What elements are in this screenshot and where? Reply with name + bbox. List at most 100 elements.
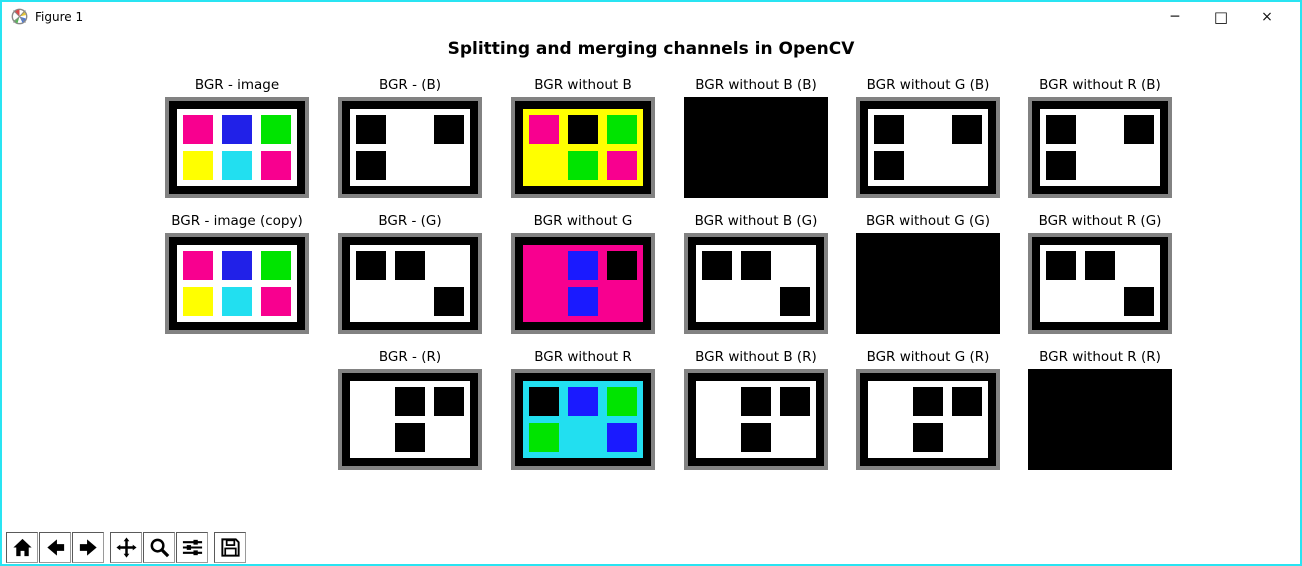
color-square <box>1085 151 1115 180</box>
zoom-icon <box>148 536 171 559</box>
color-square <box>1085 251 1115 280</box>
save-icon <box>219 536 242 559</box>
subplot-bgr-b: BGR - (B) <box>338 77 482 198</box>
subplot-title: BGR without R <box>534 349 632 365</box>
subplot-image <box>338 233 482 334</box>
color-square <box>261 287 291 316</box>
window-title: Figure 1 <box>35 9 84 24</box>
subplot-bgr-image: BGR - image <box>165 77 309 198</box>
subplot-bgr-without-g-b: BGR without G (B) <box>856 77 1000 198</box>
subplot-title: BGR without G <box>533 213 633 229</box>
color-square <box>529 387 559 416</box>
subplot-title: BGR - image (copy) <box>171 213 303 229</box>
subplot-title: BGR - (B) <box>378 77 442 93</box>
color-square <box>568 251 598 280</box>
toolbar-group <box>110 532 209 563</box>
color-square <box>568 115 598 144</box>
subplot-image <box>684 233 828 334</box>
subplot-image <box>856 97 1000 198</box>
forward-icon <box>77 536 100 559</box>
color-square <box>607 287 637 316</box>
subplot-image <box>1028 369 1172 470</box>
zoom-button[interactable] <box>143 532 175 563</box>
color-square <box>529 423 559 452</box>
subplot-bgr-without-b-g: BGR without B (G) <box>684 213 828 334</box>
color-square <box>434 423 464 452</box>
close-button[interactable]: × <box>1261 8 1273 25</box>
color-square <box>874 115 904 144</box>
color-square <box>356 423 386 452</box>
color-square <box>913 115 943 144</box>
color-square <box>395 251 425 280</box>
color-square <box>356 115 386 144</box>
subplot-title: BGR without G (R) <box>866 349 990 365</box>
color-square <box>261 251 291 280</box>
title-bar[interactable]: Figure 1 ─ □ × <box>2 2 1300 31</box>
color-square <box>702 287 732 316</box>
subplot-title: BGR without R (R) <box>1039 349 1161 365</box>
home-icon <box>11 536 34 559</box>
color-square <box>568 287 598 316</box>
subplot-bgr-without-g-g: BGR without G (G) <box>856 213 1000 334</box>
subplot-bgr-without-r-b: BGR without R (B) <box>1028 77 1172 198</box>
color-square <box>702 251 732 280</box>
color-square <box>222 251 252 280</box>
subplot-image <box>511 233 655 334</box>
home-button[interactable] <box>6 532 38 563</box>
color-square <box>874 423 904 452</box>
subplot-image <box>1028 233 1172 334</box>
color-square <box>356 287 386 316</box>
color-square <box>780 423 810 452</box>
color-square <box>434 387 464 416</box>
subplot-bgr-r: BGR - (R) <box>338 349 482 470</box>
color-square <box>529 115 559 144</box>
toolbar-group <box>214 532 247 563</box>
color-square <box>568 151 598 180</box>
color-square <box>913 423 943 452</box>
forward-button[interactable] <box>72 532 104 563</box>
color-square <box>183 287 213 316</box>
color-square <box>952 387 982 416</box>
color-square <box>568 387 598 416</box>
color-square <box>434 287 464 316</box>
color-square <box>1046 251 1076 280</box>
color-square <box>395 387 425 416</box>
color-square <box>529 151 559 180</box>
subplot-bgr-without-r-g: BGR without R (G) <box>1028 213 1172 334</box>
pan-button[interactable] <box>110 532 142 563</box>
color-square <box>1124 151 1154 180</box>
color-square <box>183 251 213 280</box>
color-square <box>913 387 943 416</box>
back-button[interactable] <box>39 532 71 563</box>
subplot-title: BGR without G (G) <box>866 213 990 229</box>
color-square <box>222 287 252 316</box>
color-square <box>952 115 982 144</box>
color-square <box>1085 287 1115 316</box>
subplot-title: BGR - (R) <box>378 349 442 365</box>
subplot-image <box>511 369 655 470</box>
color-square <box>607 115 637 144</box>
subplot-title: BGR without R (G) <box>1038 213 1162 229</box>
color-square <box>780 387 810 416</box>
color-square <box>952 151 982 180</box>
color-square <box>1124 287 1154 316</box>
subplot-image <box>856 369 1000 470</box>
minimize-button[interactable]: ─ <box>1170 8 1180 25</box>
subplot-image <box>856 233 1000 334</box>
maximize-button[interactable]: □ <box>1213 7 1229 26</box>
toolbar-group <box>6 532 105 563</box>
subplot-bgr-without-b-r: BGR without B (R) <box>684 349 828 470</box>
back-icon <box>44 536 67 559</box>
subplot-bgr-without-g-r: BGR without G (R) <box>856 349 1000 470</box>
color-square <box>1046 287 1076 316</box>
subplot-image <box>165 233 309 334</box>
color-square <box>395 115 425 144</box>
configure-subplots-button[interactable] <box>176 532 208 563</box>
color-square <box>222 115 252 144</box>
figure-title: Splitting and merging channels in OpenCV <box>447 39 855 59</box>
save-button[interactable] <box>214 532 246 563</box>
subplot-bgr-without-r-r: BGR without R (R) <box>1028 349 1172 470</box>
navigation-toolbar <box>6 531 247 564</box>
color-square <box>434 115 464 144</box>
color-square <box>434 151 464 180</box>
